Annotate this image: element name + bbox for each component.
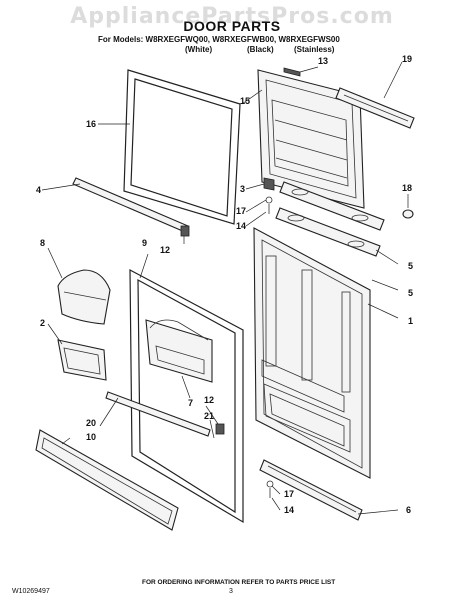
shelf-bin-10-drawing	[35, 429, 179, 531]
clip-12-lower-drawing	[215, 423, 225, 435]
page-number: 3	[229, 588, 233, 595]
callout-15: 15	[240, 96, 251, 106]
document-number: W10269497	[12, 588, 50, 595]
trim-strip-20-drawing	[105, 391, 211, 437]
callout-16: 16	[86, 119, 97, 129]
callout-10: 10	[86, 432, 97, 442]
callout-20: 20	[86, 418, 97, 428]
callout-6: 6	[406, 505, 412, 515]
callout-14-lower: 14	[284, 505, 295, 515]
callout-3: 3	[240, 184, 246, 194]
models-line: For Models: W8RXEGFWQ00, W8RXEGFWB00, W8…	[98, 35, 340, 44]
door-bin-7-drawing	[145, 319, 213, 383]
callout-13: 13	[318, 56, 329, 66]
freezer-door-drawing	[257, 67, 365, 209]
watermark: AppliancePartsPros.com	[70, 4, 394, 29]
door-gasket-drawing	[123, 69, 241, 225]
bin-8-drawing	[57, 269, 111, 325]
clip-12-upper-drawing	[180, 225, 190, 237]
callout-18: 18	[402, 183, 413, 193]
page-title: DOOR PARTS	[183, 18, 281, 34]
callout-4: 4	[36, 185, 42, 195]
bottom-trim-drawing	[259, 459, 363, 521]
hinge-parts-drawing	[263, 177, 275, 214]
variant-black: (Black)	[247, 45, 274, 54]
handle-bars-drawing	[275, 181, 385, 257]
top-trim-drawing	[335, 87, 415, 129]
plug-drawing	[402, 209, 414, 219]
lower-hinge-drawing	[266, 480, 274, 498]
lower-gasket-drawing	[129, 268, 244, 524]
callout-21: 21	[204, 411, 215, 421]
variant-stainless: (Stainless)	[294, 45, 335, 54]
leader-lines	[41, 61, 409, 515]
callout-5-upper: 5	[408, 261, 414, 271]
variant-white: (White)	[185, 45, 213, 54]
callout-9: 9	[142, 238, 148, 248]
callout-12-lower: 12	[204, 395, 215, 405]
callout-1: 1	[408, 316, 414, 326]
fresh-food-door-drawing	[253, 227, 371, 479]
callout-17-upper: 17	[236, 206, 247, 216]
callout-19: 19	[402, 54, 413, 64]
callout-17-lower: 17	[284, 489, 295, 499]
callout-8: 8	[40, 238, 46, 248]
callout-14-upper: 14	[236, 221, 247, 231]
tray-2-drawing	[57, 339, 107, 381]
callout-5-lower: 5	[408, 288, 414, 298]
ordering-note: FOR ORDERING INFORMATION REFER TO PARTS …	[142, 579, 336, 586]
callout-7: 7	[188, 398, 194, 408]
callout-2: 2	[40, 318, 46, 328]
callout-12-upper: 12	[160, 245, 171, 255]
